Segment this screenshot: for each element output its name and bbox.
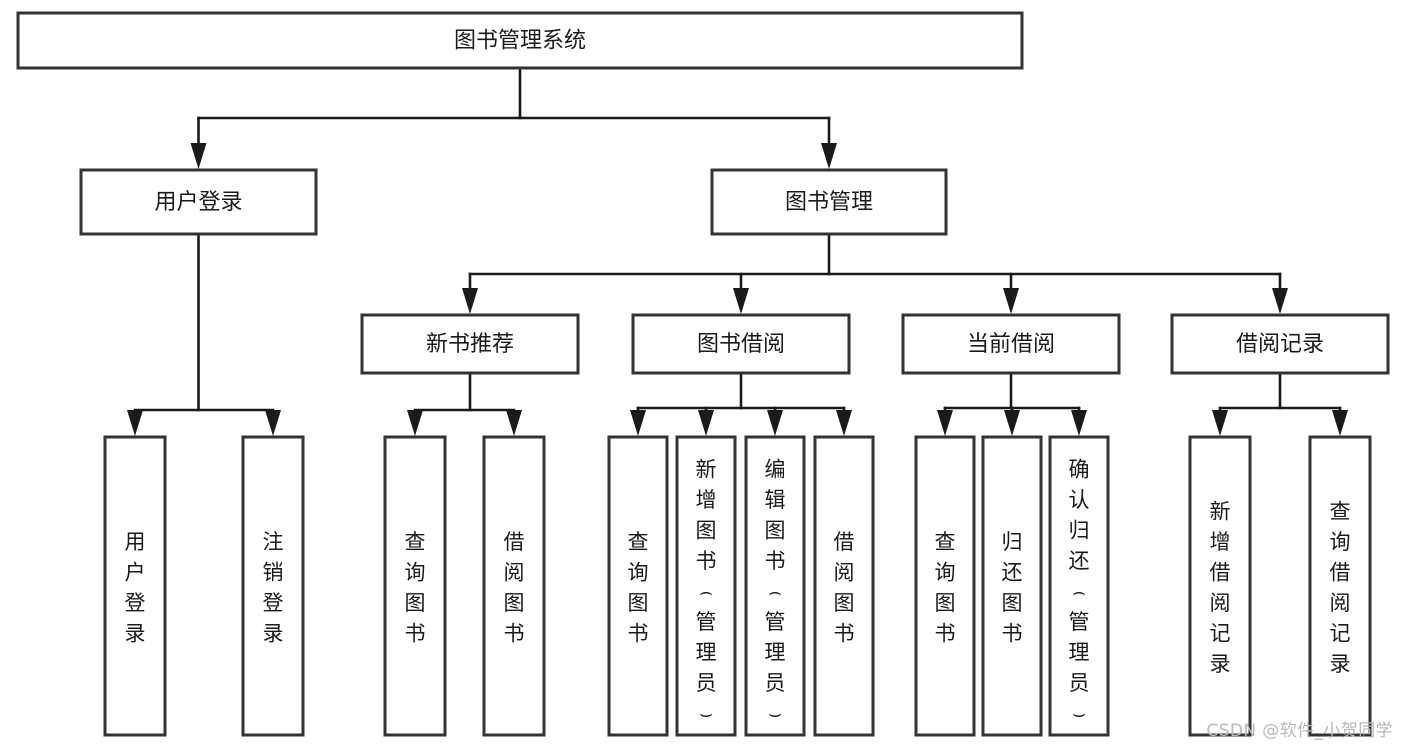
node-leaf1[interactable]: 用户登录 [103, 435, 167, 737]
arrow-head-icon [767, 410, 783, 436]
node-root[interactable]: 图书管理系统 [16, 11, 1024, 70]
node-current[interactable]: 当前借阅 [901, 313, 1121, 375]
connector-group-bookmgmt [462, 232, 1288, 314]
node-label: 借阅图书 [504, 530, 525, 646]
node-label: 查询图书 [405, 530, 426, 646]
arrow-head-icon [733, 288, 749, 314]
node-box[interactable] [16, 11, 1024, 70]
node-box[interactable] [710, 168, 948, 236]
node-box[interactable] [103, 435, 167, 737]
connector-group-newbook [407, 371, 522, 436]
node-box[interactable] [675, 435, 737, 737]
node-label: 新增图书⌢管理员⌣ [696, 457, 717, 725]
arrow-head-icon [1004, 410, 1020, 436]
connector-group-current [937, 371, 1087, 436]
node-box[interactable] [241, 435, 305, 737]
node-leaf9[interactable]: 查询图书 [914, 435, 976, 737]
node-box[interactable] [607, 435, 669, 737]
arrow-head-icon [630, 410, 646, 436]
node-label: 用户登录 [154, 190, 242, 215]
node-leaf6[interactable]: 新增图书⌢管理员⌣ [675, 435, 737, 737]
arrow-head-icon [190, 143, 207, 169]
arrow-head-icon [1071, 410, 1087, 436]
node-box[interactable] [744, 435, 806, 737]
arrow-head-icon [698, 410, 714, 436]
node-box[interactable] [360, 313, 580, 375]
arrow-head-icon [506, 410, 522, 436]
node-box[interactable] [914, 435, 976, 737]
node-label: 编辑图书⌢管理员⌣ [765, 457, 786, 725]
node-leaf2[interactable]: 注销登录 [241, 435, 305, 737]
node-label: 新书推荐 [426, 332, 514, 357]
node-newbook[interactable]: 新书推荐 [360, 313, 580, 375]
arrow-head-icon [127, 410, 143, 436]
node-borrow[interactable]: 图书借阅 [631, 313, 851, 375]
node-leaf7[interactable]: 编辑图书⌢管理员⌣ [744, 435, 806, 737]
node-label: 图书管理系统 [454, 29, 586, 54]
connector-layer [127, 66, 1348, 436]
node-bookmgmt[interactable]: 图书管理 [710, 168, 948, 236]
arrow-head-icon [1272, 288, 1288, 314]
node-box[interactable] [813, 435, 875, 737]
node-box[interactable] [1308, 435, 1372, 737]
node-login[interactable]: 用户登录 [79, 168, 318, 236]
node-leaf5[interactable]: 查询图书 [607, 435, 669, 737]
node-label: 查询借阅记录 [1330, 499, 1351, 676]
node-box[interactable] [631, 313, 851, 375]
node-box[interactable] [901, 313, 1121, 375]
connector-group-records [1212, 371, 1348, 436]
node-leaf3[interactable]: 查询图书 [383, 435, 447, 737]
node-label: 用户登录 [125, 530, 146, 646]
node-box[interactable] [1048, 435, 1110, 737]
node-leaf12[interactable]: 新增借阅记录 [1188, 435, 1252, 737]
node-leaf13[interactable]: 查询借阅记录 [1308, 435, 1372, 737]
node-box[interactable] [482, 435, 546, 737]
connector-group-borrow [630, 371, 852, 436]
node-records[interactable]: 借阅记录 [1170, 313, 1390, 375]
node-box[interactable] [1188, 435, 1252, 737]
node-label: 注销登录 [263, 530, 284, 646]
node-label: 归还图书 [1002, 530, 1023, 646]
node-label: 图书借阅 [697, 332, 785, 357]
arrow-head-icon [1212, 410, 1228, 436]
arrow-head-icon [937, 410, 953, 436]
node-box[interactable] [383, 435, 447, 737]
node-label: 新增借阅记录 [1210, 499, 1231, 676]
node-box[interactable] [1170, 313, 1390, 375]
node-label: 图书管理 [785, 190, 873, 215]
node-label: 查询图书 [935, 530, 956, 646]
node-label: 查询图书 [628, 530, 649, 646]
arrow-head-icon [836, 410, 852, 436]
arrow-head-icon [821, 143, 837, 169]
node-leaf8[interactable]: 借阅图书 [813, 435, 875, 737]
node-label: 借阅记录 [1236, 332, 1324, 357]
node-box[interactable] [981, 435, 1043, 737]
arrow-head-icon [1332, 410, 1348, 436]
connector-group-root [190, 66, 837, 169]
node-label: 确认归还⌢管理员⌣ [1069, 457, 1090, 725]
node-leaf11[interactable]: 确认归还⌢管理员⌣ [1048, 435, 1110, 737]
node-box[interactable] [79, 168, 318, 236]
connector-group-login [127, 232, 281, 436]
node-label: 当前借阅 [967, 332, 1055, 357]
node-label: 借阅图书 [834, 530, 855, 646]
arrow-head-icon [265, 410, 281, 436]
node-leaf10[interactable]: 归还图书 [981, 435, 1043, 737]
arrow-head-icon [462, 288, 478, 314]
arrow-head-icon [407, 410, 423, 436]
node-layer: 图书管理系统用户登录图书管理新书推荐图书借阅当前借阅借阅记录用户登录注销登录查询… [16, 11, 1390, 737]
arrow-head-icon [1003, 288, 1019, 314]
node-leaf4[interactable]: 借阅图书 [482, 435, 546, 737]
